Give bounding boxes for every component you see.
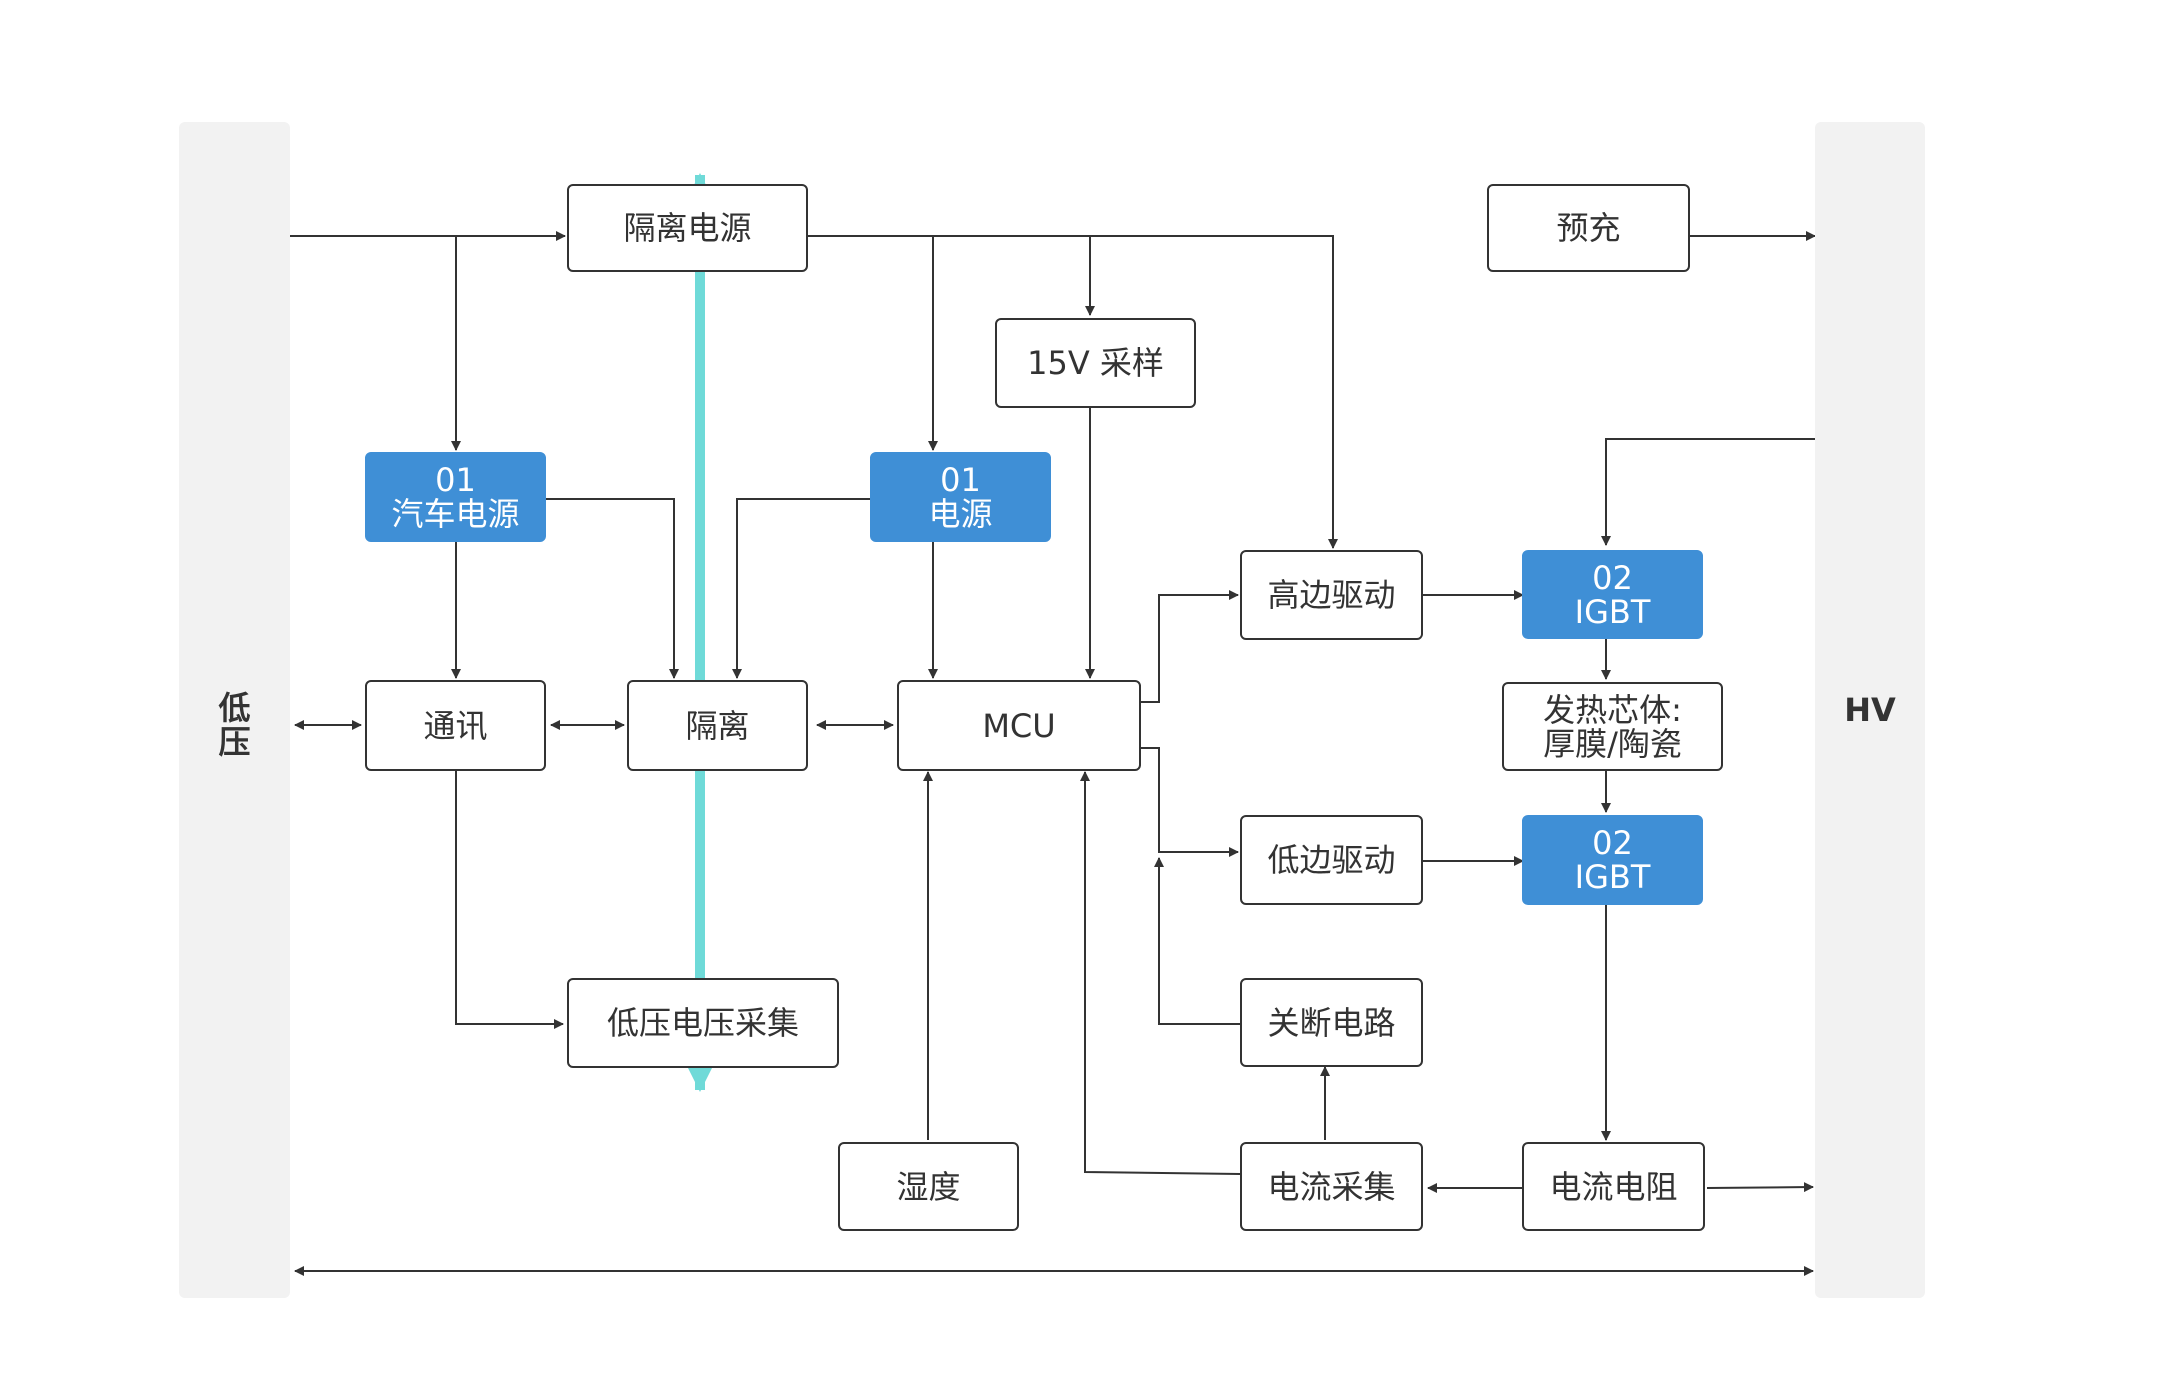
- shutdown-circuit-label: 关断电路: [1267, 1003, 1396, 1042]
- sample-15v-box: 15V 采样: [995, 318, 1196, 408]
- current-sampling-label: 电流采集: [1267, 1167, 1396, 1206]
- humidity-label: 湿度: [896, 1167, 961, 1206]
- line-current-sampling-to-mcu: [1080, 771, 1241, 1175]
- high-side-drive-box: 高边驱动: [1240, 550, 1423, 640]
- lv-sampling-label: 低压电压采集: [606, 1004, 799, 1042]
- current-sampling-box: 电流采集: [1240, 1142, 1423, 1231]
- low-voltage-rail: [179, 122, 290, 1298]
- high-voltage-rail-label: HV: [1844, 691, 1896, 729]
- low-side-drive-box: 低边驱动: [1240, 815, 1423, 905]
- igbt-bottom-label: IGBT: [1574, 858, 1651, 896]
- lv-sampling-box: 低压电压采集: [567, 978, 839, 1068]
- isolation-box: 隔离: [627, 680, 808, 771]
- heating-core-line2: 厚膜/陶瓷: [1543, 724, 1682, 763]
- line-mcu-to-low-side: [1141, 747, 1239, 857]
- car-power-number: 01: [435, 461, 476, 499]
- precharge-label: 预充: [1556, 209, 1621, 247]
- high-voltage-rail: [1815, 122, 1925, 1298]
- power-label: 电源: [928, 495, 993, 533]
- isolated-power-label: 隔离电源: [623, 209, 752, 247]
- humidity-box: 湿度: [838, 1142, 1019, 1231]
- low-side-drive-label: 低边驱动: [1267, 841, 1396, 879]
- car-power-label: 汽车电源: [391, 495, 520, 533]
- igbt-top-box: 02 IGBT: [1522, 550, 1703, 639]
- igbt-top-label: IGBT: [1574, 592, 1651, 631]
- high-side-drive-label: 高边驱动: [1267, 576, 1396, 614]
- line-hv-to-igbt: [1601, 438, 1817, 546]
- line-car-power-to-isolation: [546, 498, 679, 679]
- heating-core-line1: 发热芯体:: [1543, 690, 1682, 729]
- current-resistor-box: 电流电阻: [1522, 1142, 1705, 1231]
- igbt-top-number: 02: [1592, 558, 1633, 597]
- precharge-box: 预充: [1487, 184, 1690, 272]
- car-power-box: 01 汽车电源: [365, 452, 546, 542]
- igbt-bottom-box: 02 IGBT: [1522, 815, 1703, 905]
- mcu-label: MCU: [982, 706, 1056, 745]
- isolation-label: 隔离: [685, 706, 750, 745]
- line-comm-to-lv-sampling: [455, 771, 564, 1029]
- comm-label: 通讯: [423, 706, 488, 745]
- comm-box: 通讯: [365, 680, 546, 771]
- line-power-to-isolation: [732, 498, 872, 679]
- line-mcu-to-high-side: [1141, 590, 1239, 703]
- current-resistor-label: 电流电阻: [1549, 1167, 1678, 1206]
- power-box: 01 电源: [870, 452, 1051, 542]
- sample-15v-label: 15V 采样: [1027, 344, 1164, 382]
- igbt-bottom-number: 02: [1592, 824, 1633, 862]
- heating-core-box: 发热芯体: 厚膜/陶瓷: [1502, 682, 1723, 771]
- low-voltage-rail-label: 低 压: [218, 689, 251, 761]
- line-isolated-power-out: [808, 235, 1338, 549]
- line-resistor-to-hv: [1706, 1182, 1814, 1193]
- shutdown-circuit-box: 关断电路: [1240, 978, 1423, 1067]
- isolated-power-box: 隔离电源: [567, 184, 808, 272]
- line-shutdown-to-low-side: [1154, 857, 1242, 1025]
- power-number: 01: [940, 461, 981, 499]
- mcu-box: MCU: [897, 680, 1141, 771]
